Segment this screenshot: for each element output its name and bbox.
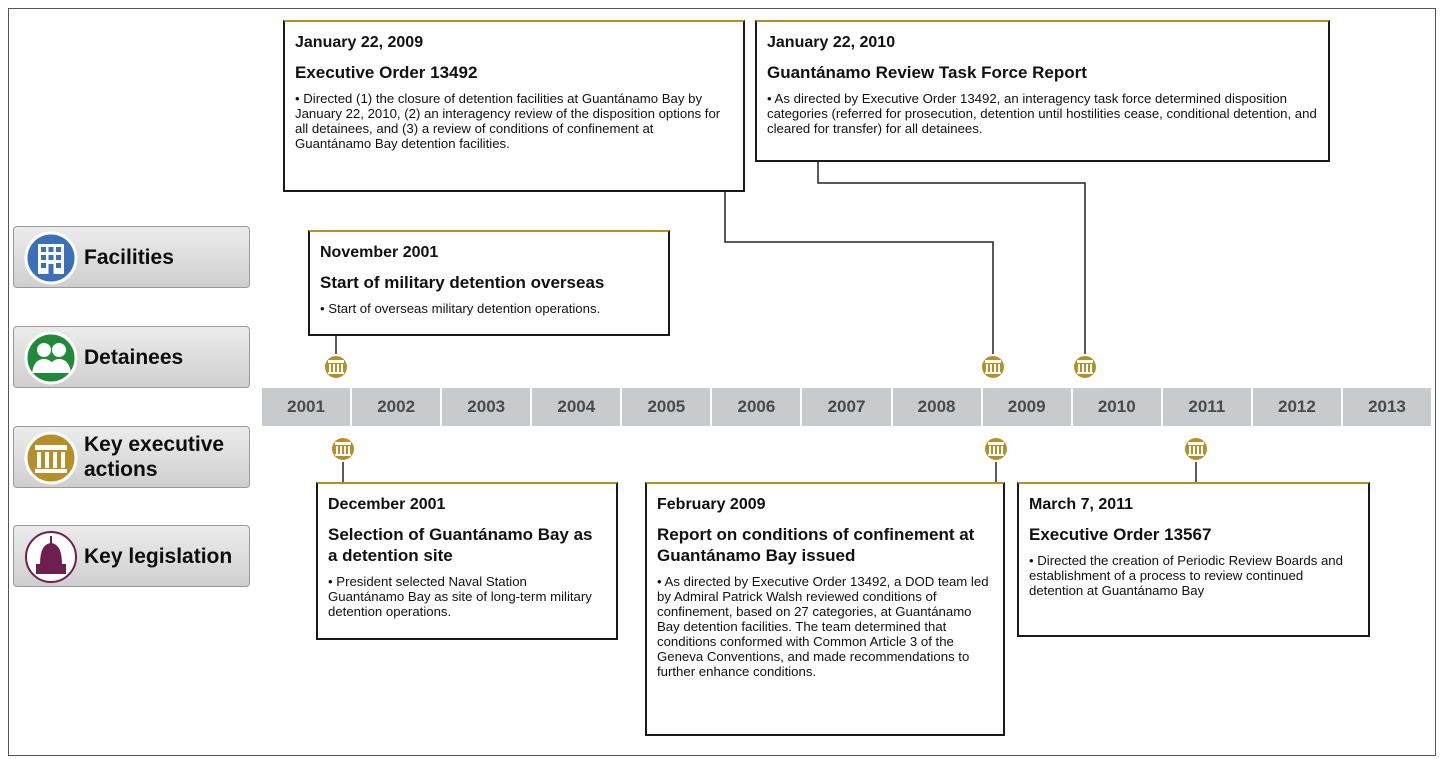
legend-label: Detainees	[84, 345, 184, 369]
year-2012: 2012	[1252, 388, 1341, 426]
capitol-dome-icon	[25, 531, 77, 583]
connector-eo13492	[724, 192, 994, 360]
event-date: January 22, 2009	[295, 34, 424, 51]
legend-label: Key executive actions	[84, 433, 225, 481]
event-date: February 2009	[657, 496, 766, 513]
year-2013: 2013	[1342, 388, 1432, 426]
event-title: Executive Order 13567	[1029, 525, 1212, 544]
year-2011: 2011	[1162, 388, 1251, 426]
marker-dec2001-columns-icon	[330, 436, 356, 462]
year-2008: 2008	[892, 388, 981, 426]
marker-nov2001-columns-icon	[323, 354, 349, 380]
marker-feb2009-columns-icon	[983, 436, 1009, 462]
columns-icon	[24, 431, 78, 485]
marker-taskforce-columns-icon	[1072, 354, 1098, 380]
year-2009: 2009	[982, 388, 1071, 426]
year-2005: 2005	[622, 388, 711, 426]
event-title: Selection of Guantánamo Bay as a detenti…	[328, 525, 593, 565]
event-box-eo13567: March 7, 2011 Executive Order 13567 • Di…	[1017, 482, 1370, 637]
legend-executive-actions: Key executive actions	[13, 426, 250, 488]
legend-detainees: Detainees	[13, 326, 250, 388]
marker-eo13492-columns-icon	[980, 354, 1006, 380]
event-box-nov2001: November 2001 Start of military detentio…	[308, 230, 670, 336]
year-2004: 2004	[532, 388, 621, 426]
year-2007: 2007	[802, 388, 891, 426]
event-body: • President selected Naval Station Guant…	[328, 574, 592, 619]
event-date: January 22, 2010	[767, 34, 896, 51]
legend-legislation: Key legislation	[13, 525, 250, 587]
event-body: • Directed (1) the closure of detention …	[295, 91, 721, 151]
event-date: March 7, 2011	[1029, 496, 1134, 513]
marker-eo13567-columns-icon	[1183, 436, 1209, 462]
year-2001: 2001	[262, 388, 351, 426]
year-2002: 2002	[352, 388, 441, 426]
legend-label: Facilities	[84, 245, 174, 269]
year-2006: 2006	[712, 388, 801, 426]
year-2003: 2003	[442, 388, 531, 426]
event-body: • As directed by Executive Order 13492, …	[767, 91, 1317, 136]
event-date: November 2001	[320, 244, 439, 261]
event-title: Guantánamo Review Task Force Report	[767, 63, 1087, 82]
building-icon	[24, 231, 78, 285]
event-body: • Directed the creation of Periodic Revi…	[1029, 553, 1343, 598]
event-box-eo13492: January 22, 2009 Executive Order 13492 •…	[283, 20, 745, 192]
event-title: Executive Order 13492	[295, 63, 478, 82]
legend-label: Key legislation	[84, 544, 233, 568]
connector-taskforce	[817, 162, 1086, 360]
event-title: Start of military detention overseas	[320, 273, 605, 292]
event-date: December 2001	[328, 496, 446, 513]
year-2010: 2010	[1072, 388, 1161, 426]
event-box-feb2009: February 2009 Report on conditions of co…	[645, 482, 1005, 736]
figure-frame	[8, 8, 1436, 756]
legend-facilities: Facilities	[13, 226, 250, 288]
event-box-taskforce: January 22, 2010 Guantánamo Review Task …	[755, 20, 1330, 162]
event-body: • As directed by Executive Order 13492, …	[657, 574, 989, 679]
event-title: Report on conditions of confinement at G…	[657, 525, 975, 565]
people-icon	[24, 331, 78, 385]
event-box-dec2001: December 2001 Selection of Guantánamo Ba…	[316, 482, 618, 640]
event-body: • Start of overseas military detention o…	[320, 301, 601, 316]
